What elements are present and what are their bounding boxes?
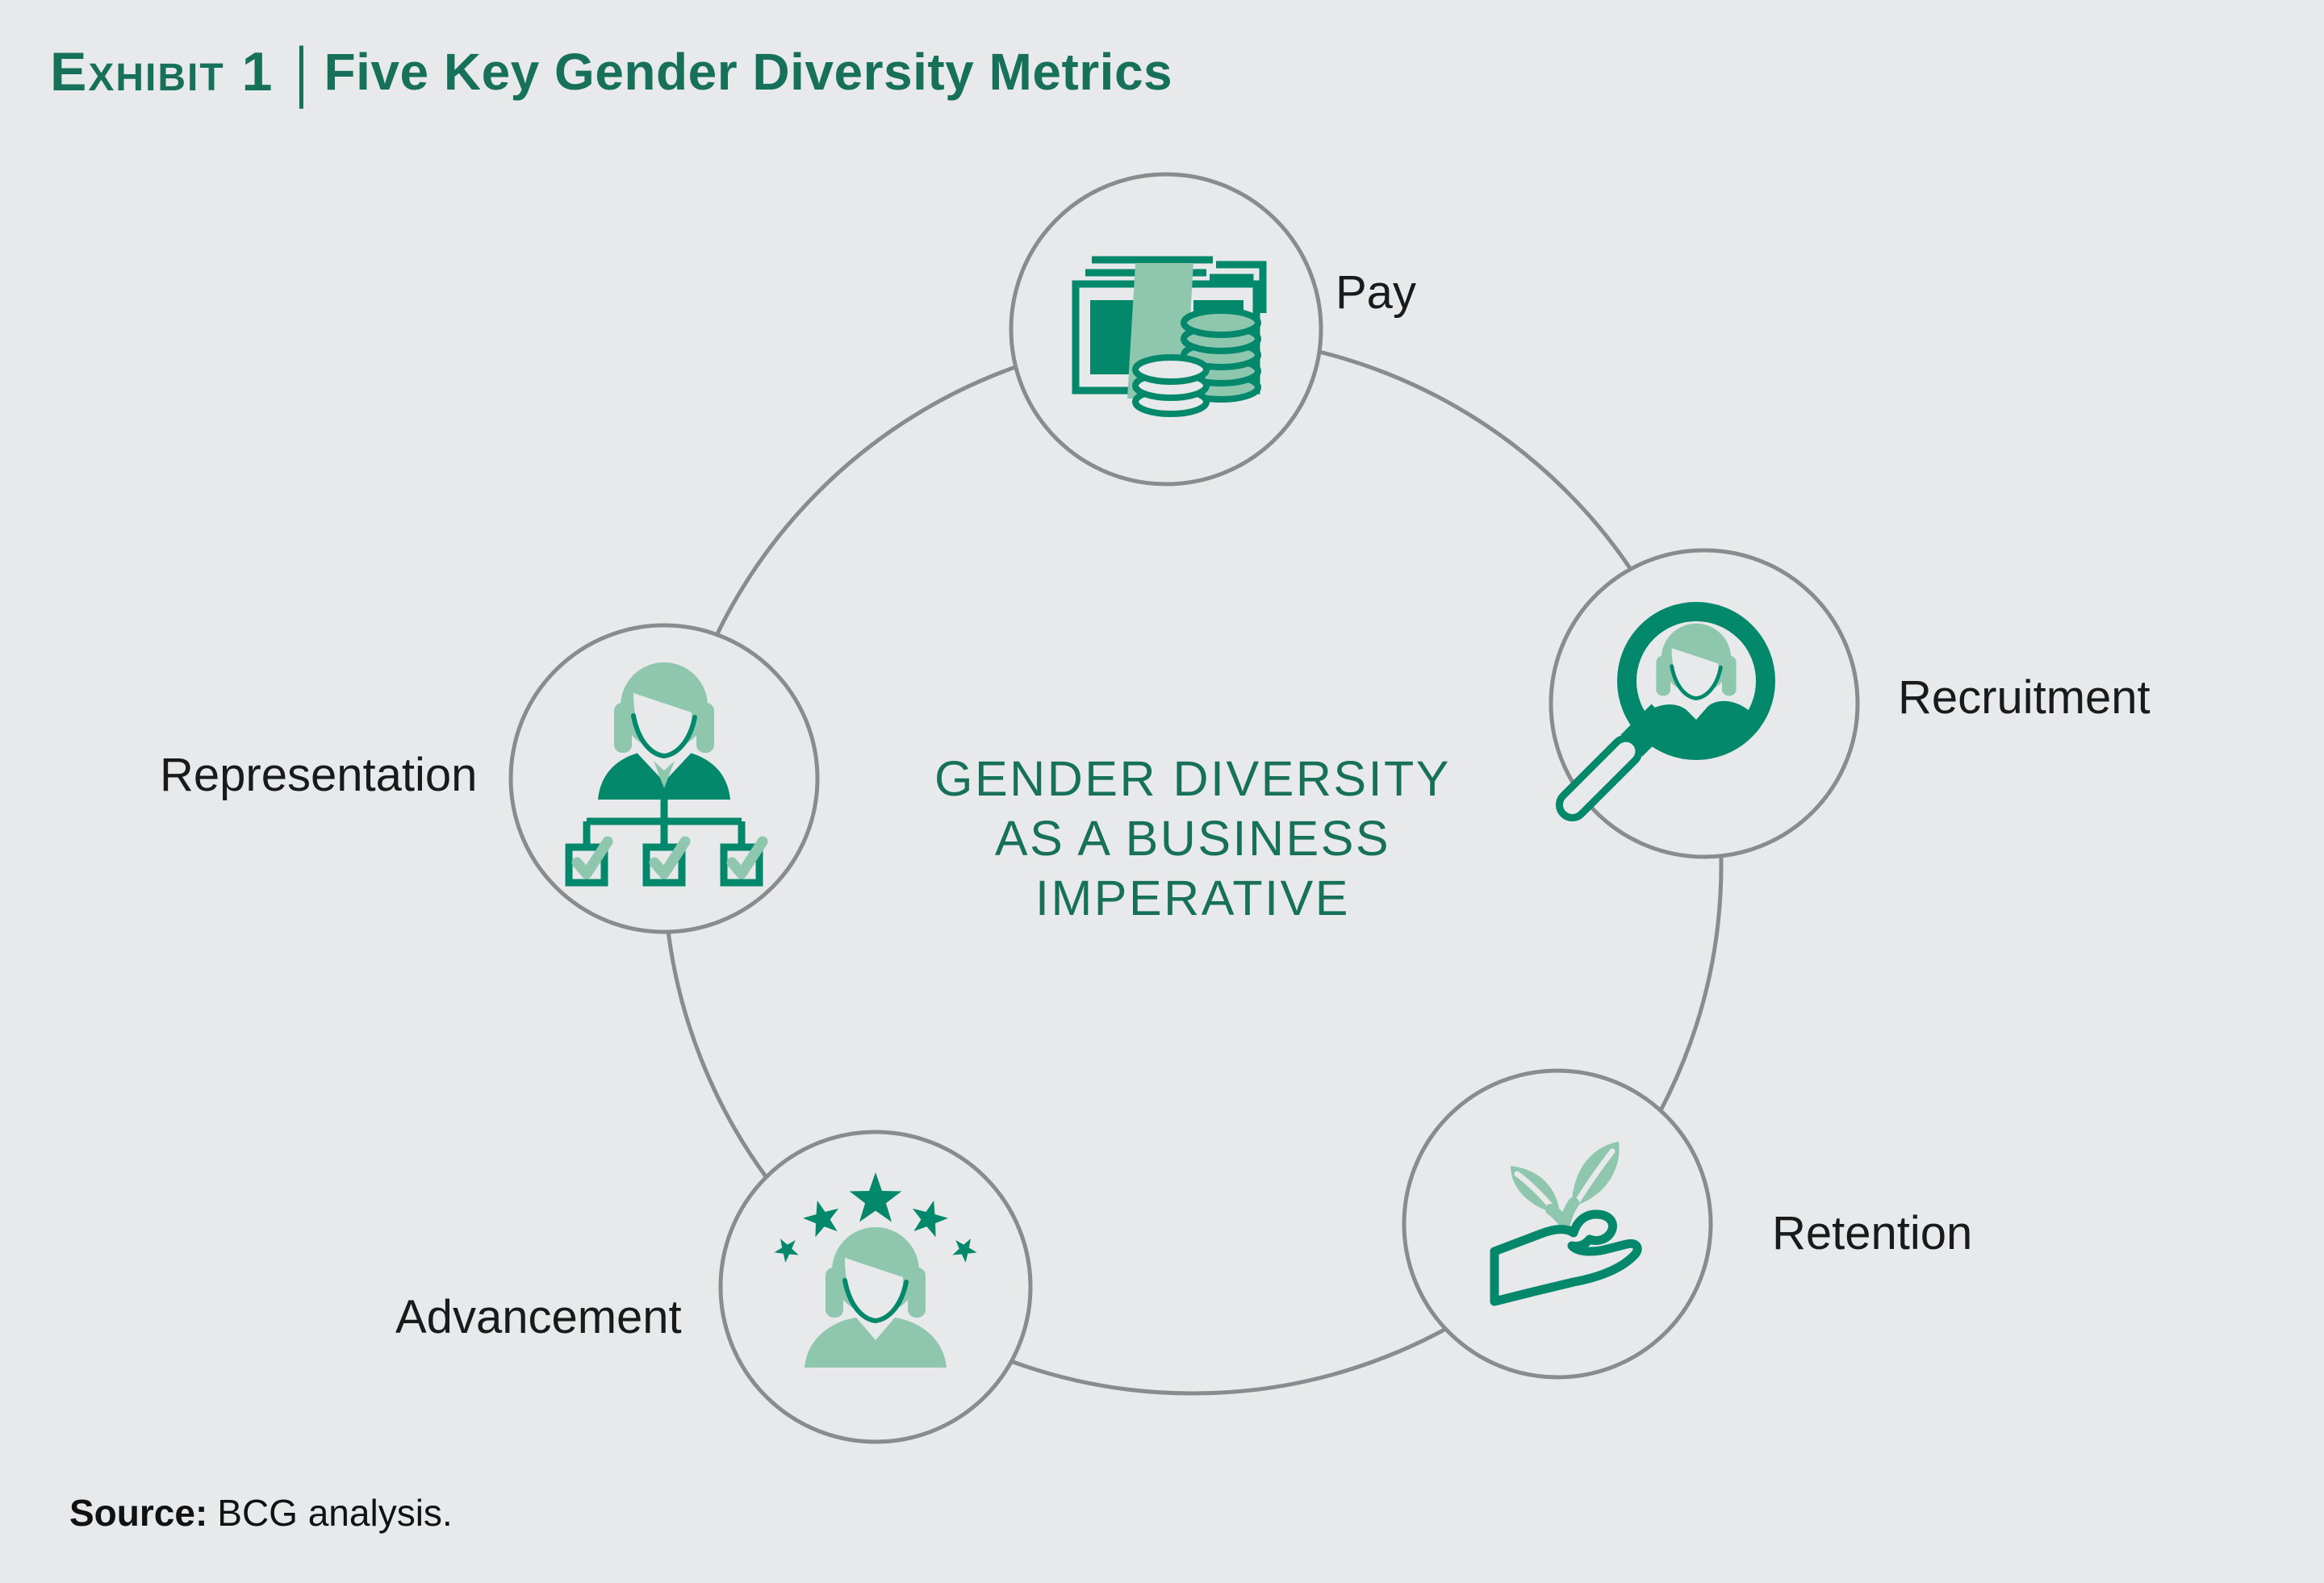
node-advancement [718,1130,1033,1444]
hand-sprout-icon [1490,1142,1642,1306]
node-retention [1402,1068,1713,1380]
node-pay [1009,172,1323,487]
center-title-line-1: GENDER DIVERSITY [934,751,1451,806]
source-text: BCG analysis. [217,1492,453,1534]
retention-circle [1402,1068,1713,1380]
label-pay: Pay [1335,266,1416,319]
label-retention: Retention [1772,1207,1973,1259]
node-recruitment [1549,548,1860,859]
label-representation: Representation [160,749,478,801]
center-title-line-3: IMPERATIVE [1035,871,1350,925]
center-title-line-2: AS A BUSINESS [994,811,1391,866]
title-separator: | [295,34,308,110]
page-title: Exhibit 1 | Five Key Gender Diversity Me… [50,34,1173,109]
label-recruitment: Recruitment [1898,671,2151,724]
source-label: Source: [69,1492,208,1534]
star-person-icon [769,1172,982,1368]
exhibit-number: Exhibit 1 [50,41,274,102]
node-representation [508,623,820,934]
org-chart-person-icon [565,662,768,887]
exhibit-title-text: Five Key Gender Diversity Metrics [324,43,1173,101]
magnifier-candidate-icon [1555,602,1775,822]
banknotes-coins-icon [1072,256,1267,417]
label-advancement: Advancement [395,1291,682,1343]
center-title: GENDER DIVERSITY AS A BUSINESS IMPERATIV… [870,749,1515,928]
source-note: Source:BCG analysis. [69,1491,453,1535]
